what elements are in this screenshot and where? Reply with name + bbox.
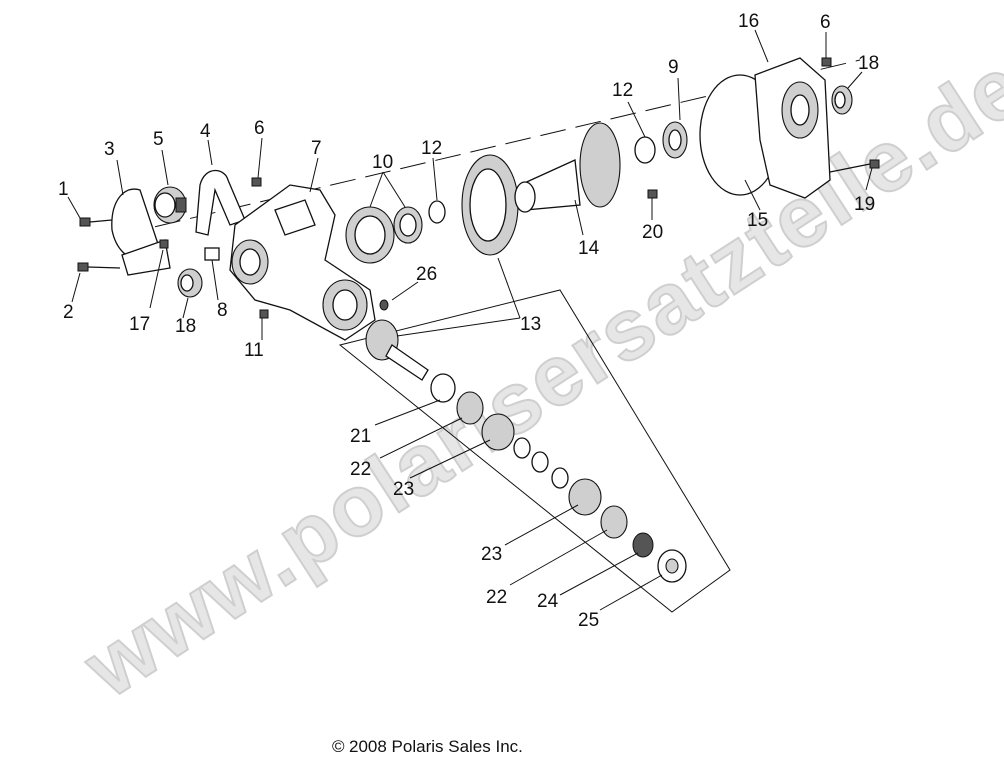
callout-17: 17	[129, 314, 150, 335]
seal-part	[831, 85, 853, 115]
bracket-part	[111, 188, 171, 276]
callout-6: 6	[254, 118, 265, 139]
callout-18: 18	[858, 53, 879, 74]
callout-16: 16	[738, 11, 759, 32]
callout-18: 18	[175, 316, 196, 337]
shim-part	[428, 200, 446, 224]
callout-5: 5	[153, 129, 164, 150]
bearing-cup-part	[345, 206, 423, 264]
callout-12: 12	[612, 80, 633, 101]
callout-labels: 1 2 3 5 4 6 7 10 12 26 8 17 18 11 13 14 …	[58, 11, 879, 631]
bearing-cup-part	[568, 478, 602, 516]
callout-6: 6	[820, 12, 831, 33]
callout-19: 19	[854, 194, 875, 215]
bolt-part	[829, 159, 880, 173]
bearing-part	[662, 121, 688, 159]
ring-gear-part	[461, 154, 519, 256]
callout-12: 12	[421, 138, 442, 159]
bearing-part	[456, 391, 484, 425]
bolt-part	[647, 189, 658, 199]
callout-14: 14	[578, 238, 600, 259]
carrier-part	[514, 122, 621, 213]
nut-part	[632, 532, 654, 558]
callout-26: 26	[416, 264, 437, 285]
bracket-part	[195, 169, 246, 236]
callout-15: 15	[747, 210, 768, 231]
callout-24: 24	[537, 591, 559, 612]
callout-3: 3	[104, 139, 115, 160]
cover-part	[754, 57, 831, 199]
callout-1: 1	[58, 179, 69, 200]
callout-25: 25	[578, 610, 599, 631]
washer-part	[430, 373, 456, 403]
hub-part	[153, 186, 187, 224]
bearing-part	[600, 505, 628, 539]
callout-23: 23	[481, 544, 502, 565]
pin-part	[379, 299, 389, 311]
callout-22: 22	[486, 587, 507, 608]
copyright-symbol: ©	[332, 737, 345, 756]
callout-4: 4	[200, 121, 211, 142]
callout-20: 20	[642, 222, 663, 243]
callout-13: 13	[520, 314, 541, 335]
callout-22: 22	[350, 459, 371, 480]
callout-11: 11	[244, 340, 264, 361]
shim-part	[531, 451, 549, 473]
housing-part	[229, 184, 376, 341]
shim-part	[551, 467, 569, 489]
callout-7: 7	[311, 138, 322, 159]
callout-10: 10	[372, 152, 393, 173]
pinion-subassembly-outline	[338, 289, 731, 613]
bearing-cup-part	[481, 413, 515, 451]
clip-part	[204, 247, 220, 261]
pinion-gear-part	[365, 319, 429, 381]
shim-part	[634, 136, 656, 164]
callout-2: 2	[63, 302, 74, 323]
callout-8: 8	[217, 300, 228, 321]
seal-part	[177, 268, 203, 298]
callout-9: 9	[668, 57, 679, 78]
copyright-notice: 2008 Polaris Sales Inc.	[349, 737, 523, 756]
bolt-part	[77, 57, 832, 319]
callout-21: 21	[350, 426, 371, 447]
callout-23: 23	[393, 479, 414, 500]
shim-part	[513, 437, 531, 459]
leader-lines	[67, 29, 873, 611]
washer-part	[665, 558, 679, 574]
